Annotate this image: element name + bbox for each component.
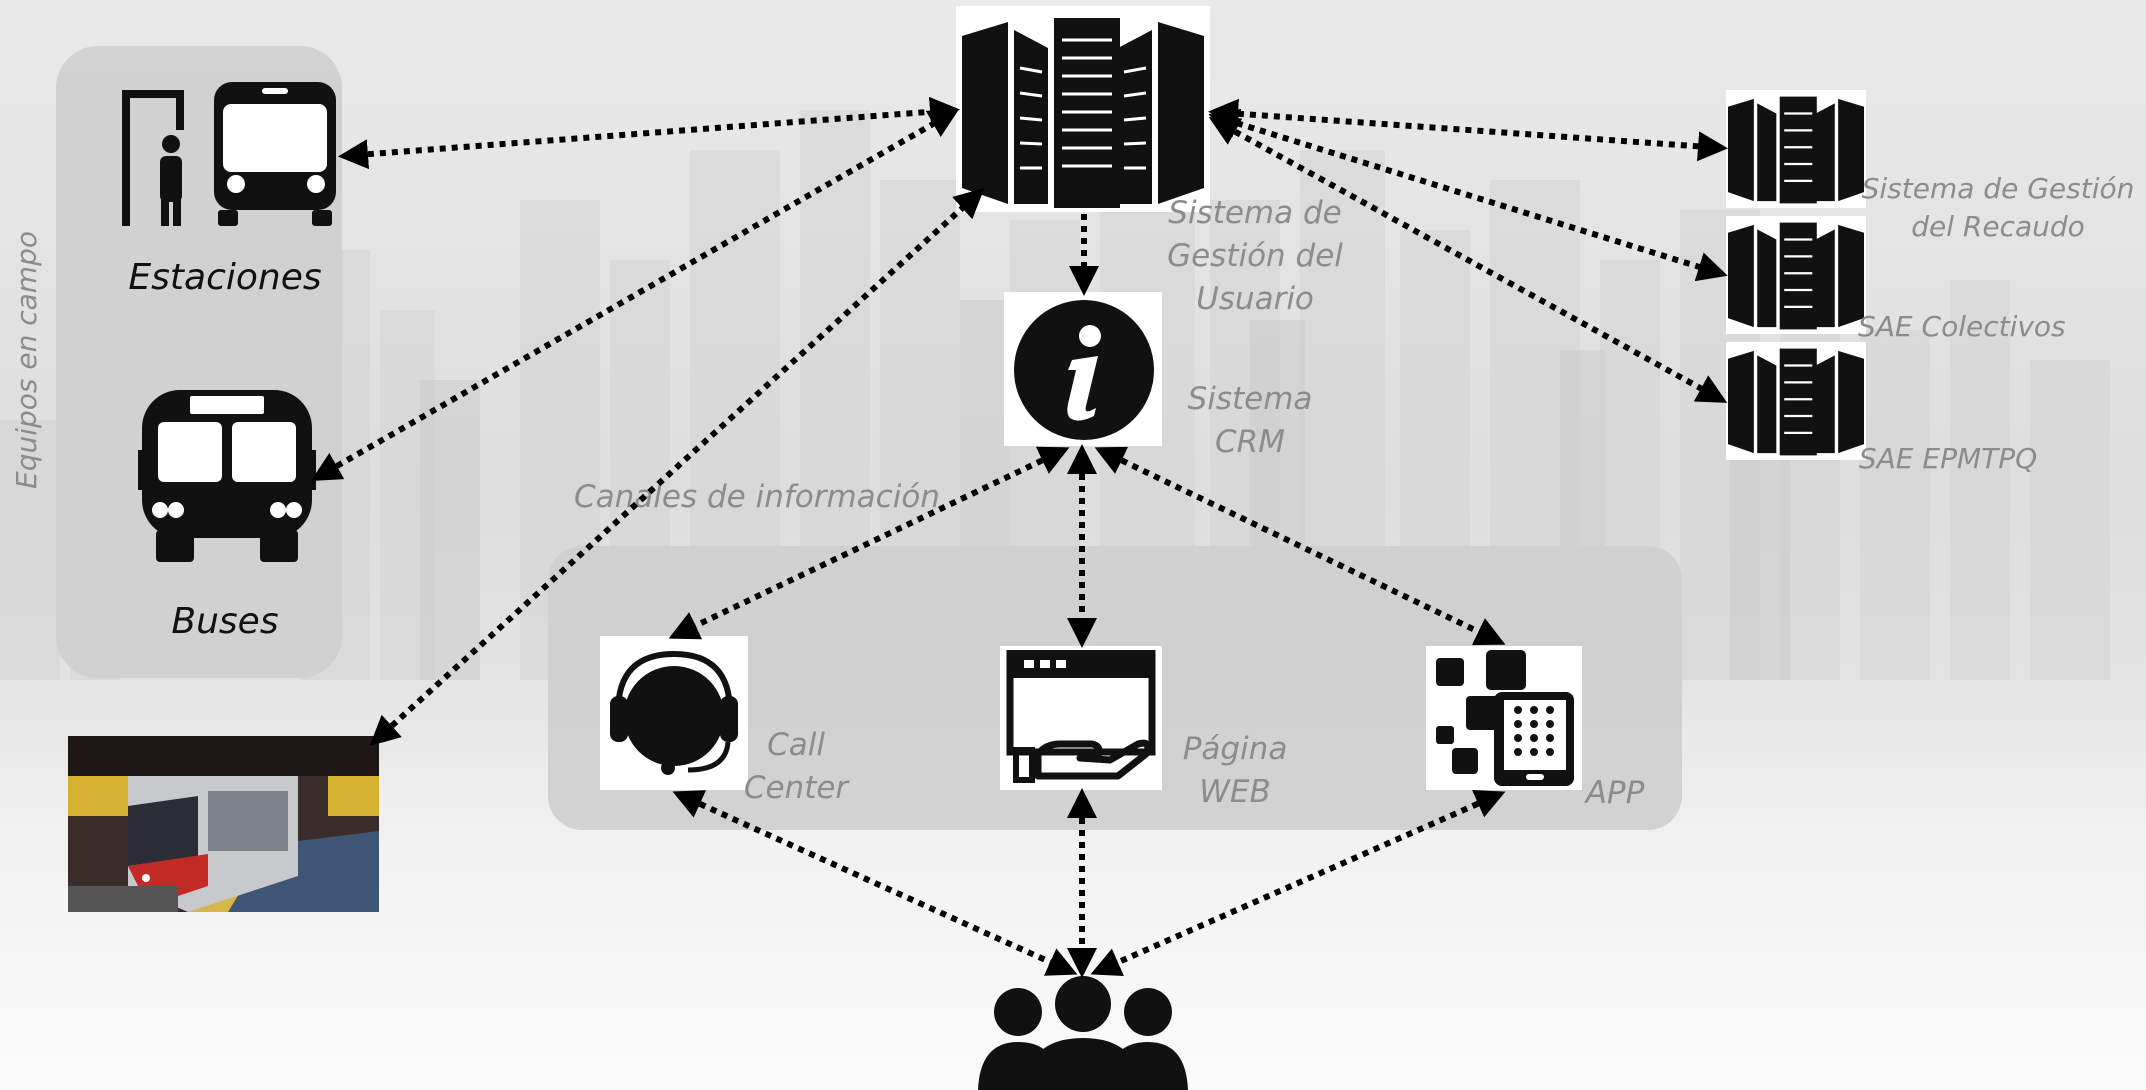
connector-server-epmtpq: [1208, 117, 1728, 403]
connector-metro-server: [369, 187, 985, 747]
server-cluster-icon: [1728, 96, 1864, 204]
info-icon: [1014, 300, 1154, 440]
web-page-icon: [1006, 650, 1156, 783]
connector-crm-callcenter: [668, 446, 1070, 640]
app-label: APP: [1585, 775, 1645, 811]
revenue-system-label-line: del Recaudo: [1911, 210, 2085, 243]
revenue-system-label-line: Sistema de Gestión: [1861, 172, 2135, 205]
connector-server-recaudo: [1208, 98, 1728, 162]
stations-label: Estaciones: [128, 257, 322, 298]
web-page-label-line: Página: [1182, 731, 1288, 767]
sae-colectivos-label: SAE Colectivos: [1858, 310, 2066, 343]
bus-icon: [138, 390, 316, 562]
connector-crm-app: [1094, 446, 1506, 646]
connector-callcenter-users: [672, 790, 1078, 976]
server-cluster-icon: [1728, 348, 1864, 456]
server-cluster-icon: [962, 18, 1204, 208]
users-group-icon: [978, 976, 1188, 1090]
connector-buses-server: [310, 109, 960, 481]
metro-train-photo: [68, 736, 379, 912]
sae-epmtpq-label: SAE EPMTPQ: [1858, 442, 2038, 475]
bus-station-icon: [122, 82, 336, 226]
mobile-app-icon: [1436, 650, 1574, 786]
connector-stations-server: [338, 96, 960, 170]
server-cluster-icon: [1728, 222, 1864, 330]
buses-label: Buses: [171, 601, 279, 642]
revenue-system-label: Sistema de Gestión del Recaudo: [1858, 170, 2138, 246]
connector-app-users: [1090, 789, 1506, 977]
